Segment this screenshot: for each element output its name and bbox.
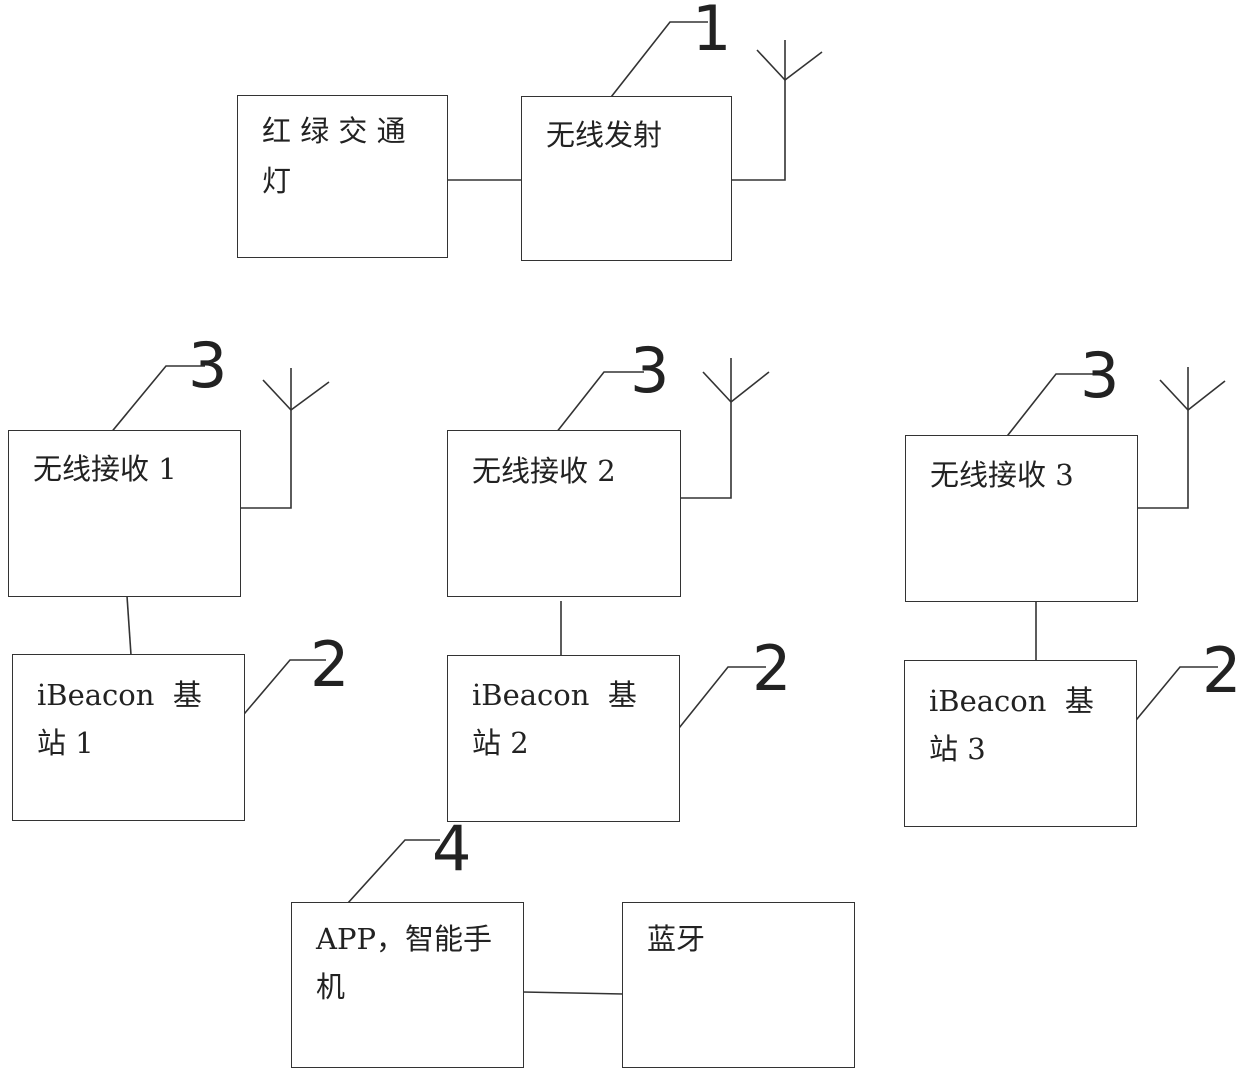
bluetooth-label: 蓝牙	[647, 914, 705, 964]
ibeacon-station-2-label-2: 站 2	[472, 718, 529, 768]
wireless-receiver-2-label: 无线接收 2	[472, 446, 616, 496]
callout-number-3-left: 3	[188, 335, 227, 397]
ibeacon-station-2-label-1: iBeacon 基	[472, 670, 637, 720]
callout-number-2-right: 2	[1202, 640, 1241, 702]
callout-number-4: 4	[432, 818, 471, 880]
antenna-icon	[731, 40, 822, 180]
ibeacon-station-3-label-2: 站 3	[929, 724, 986, 774]
link-smartphone-bluetooth	[523, 992, 623, 994]
wireless-receiver-3-label: 无线接收 3	[930, 450, 1074, 500]
smartphone-app-label-1: APP，智能手	[316, 914, 492, 964]
smartphone-app-label-2: 机	[316, 962, 345, 1012]
link-receiver1-ibeacon1	[127, 596, 131, 655]
traffic-light-label-2: 灯	[262, 156, 291, 206]
callout-number-3-middle: 3	[630, 340, 669, 402]
antenna-icon	[1137, 367, 1225, 508]
ibeacon-station-3-label-1: iBeacon 基	[929, 676, 1094, 726]
ibeacon-station-1-label-1: iBeacon 基	[37, 670, 202, 720]
ibeacon-station-1-label-2: 站 1	[37, 718, 94, 768]
callout-number-2-middle: 2	[752, 638, 791, 700]
antenna-icon	[240, 368, 329, 508]
callout-number-1: 1	[692, 0, 731, 60]
wireless-transmitter-label: 无线发射	[546, 110, 662, 160]
wireless-receiver-1-label: 无线接收 1	[33, 444, 177, 494]
traffic-light-label-1: 红 绿 交 通	[262, 106, 406, 156]
callout-number-2-left: 2	[310, 634, 349, 696]
callout-number-3-right: 3	[1080, 345, 1119, 407]
antenna-icon	[680, 358, 769, 498]
